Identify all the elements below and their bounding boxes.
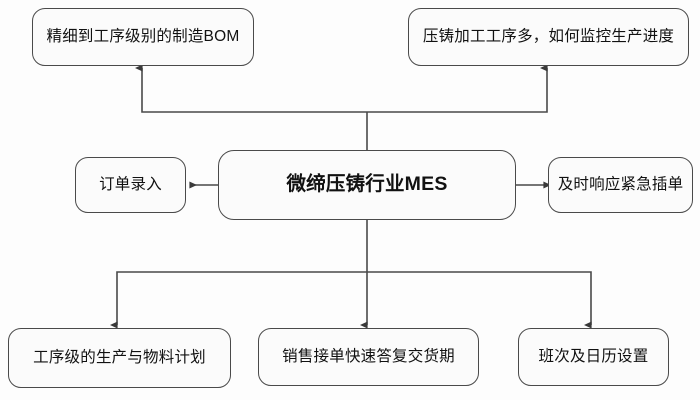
edge-mes-to-shift xyxy=(367,271,592,329)
node-label: 压铸加工工序多，如何监控生产进度 xyxy=(422,28,675,46)
node-label: 工序级的生产与物料计划 xyxy=(33,349,206,367)
node-urgent-order-response[interactable]: 及时响应紧急插单 xyxy=(548,157,693,213)
node-central-mes[interactable]: 微缔压铸行业MES xyxy=(218,150,516,220)
node-delivery-date-reply[interactable]: 销售接单快速答复交货期 xyxy=(258,328,479,386)
node-production-material-plan[interactable]: 工序级的生产与物料计划 xyxy=(8,328,231,388)
node-order-entry[interactable]: 订单录入 xyxy=(75,157,186,213)
edge-mes-to-plan xyxy=(109,271,367,329)
node-label: 精细到工序级别的制造BOM xyxy=(46,28,240,46)
node-label: 微缔压铸行业MES xyxy=(286,173,448,196)
node-label: 订单录入 xyxy=(99,176,162,194)
node-label: 及时响应紧急插单 xyxy=(557,176,684,194)
node-label: 销售接单快速答复交货期 xyxy=(282,348,455,366)
node-label: 班次及日历设置 xyxy=(538,348,649,366)
edge-mes-to-bom xyxy=(135,64,367,113)
node-production-progress[interactable]: 压铸加工工序多，如何监控生产进度 xyxy=(408,8,689,66)
edge-mes-to-progress xyxy=(367,64,548,113)
node-shift-calendar-setting[interactable]: 班次及日历设置 xyxy=(518,328,669,386)
node-manufacturing-bom[interactable]: 精细到工序级别的制造BOM xyxy=(32,8,254,66)
